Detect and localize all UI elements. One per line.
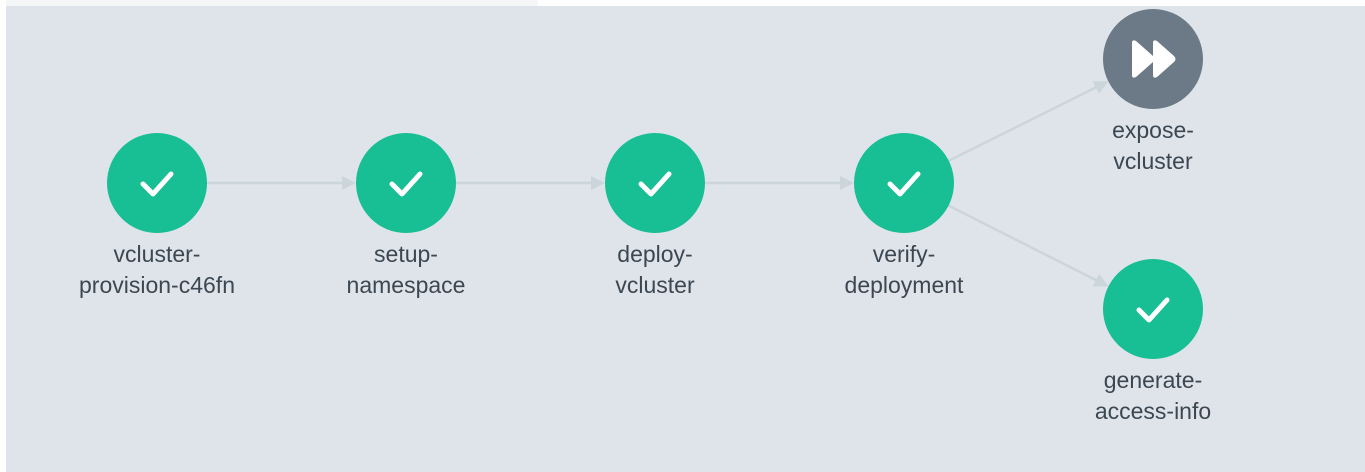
node-label-line-1: deploy-: [617, 241, 693, 267]
check-icon: [638, 171, 672, 197]
edge-n4-n6: [948, 204, 1109, 287]
check-icon: [1136, 297, 1170, 323]
node-label-line-2: namespace: [346, 272, 466, 298]
check-icon: [887, 171, 921, 197]
node-label-line-2: provision-c46fn: [79, 272, 235, 298]
node-expose-vcluster[interactable]: [1103, 9, 1203, 109]
edge-n4-n5: [948, 81, 1109, 162]
node-label-line-2: access-info: [1094, 398, 1212, 424]
node-label-line-1: setup-: [374, 241, 438, 267]
node-label-generate-access-info: generate- access-info: [1033, 365, 1273, 427]
node-label-line-2: vcluster: [1113, 148, 1193, 174]
node-label-expose-vcluster: expose- vcluster: [1033, 115, 1273, 177]
node-verify-deployment[interactable]: [854, 133, 954, 233]
node-label-deploy-vcluster: deploy- vcluster: [535, 239, 775, 301]
check-icon: [140, 171, 174, 197]
node-label-line-1: vcluster-: [113, 241, 201, 267]
node-vcluster-provision[interactable]: [107, 133, 207, 233]
node-setup-namespace[interactable]: [356, 133, 456, 233]
node-label-line-1: generate-: [1103, 367, 1203, 393]
node-label-line-2: deployment: [844, 272, 964, 298]
node-label-setup-namespace: setup- namespace: [286, 239, 526, 301]
fast-forward-icon: [1132, 40, 1176, 78]
node-generate-access-info[interactable]: [1103, 259, 1203, 359]
check-icon: [389, 171, 423, 197]
node-label-vcluster-provision: vcluster- provision-c46fn: [37, 239, 277, 301]
node-deploy-vcluster[interactable]: [605, 133, 705, 233]
node-label-line-2: vcluster: [615, 272, 695, 298]
node-label-verify-deployment: verify- deployment: [784, 239, 1024, 301]
node-label-line-1: expose-: [1112, 117, 1194, 143]
node-label-line-1: verify-: [872, 241, 936, 267]
